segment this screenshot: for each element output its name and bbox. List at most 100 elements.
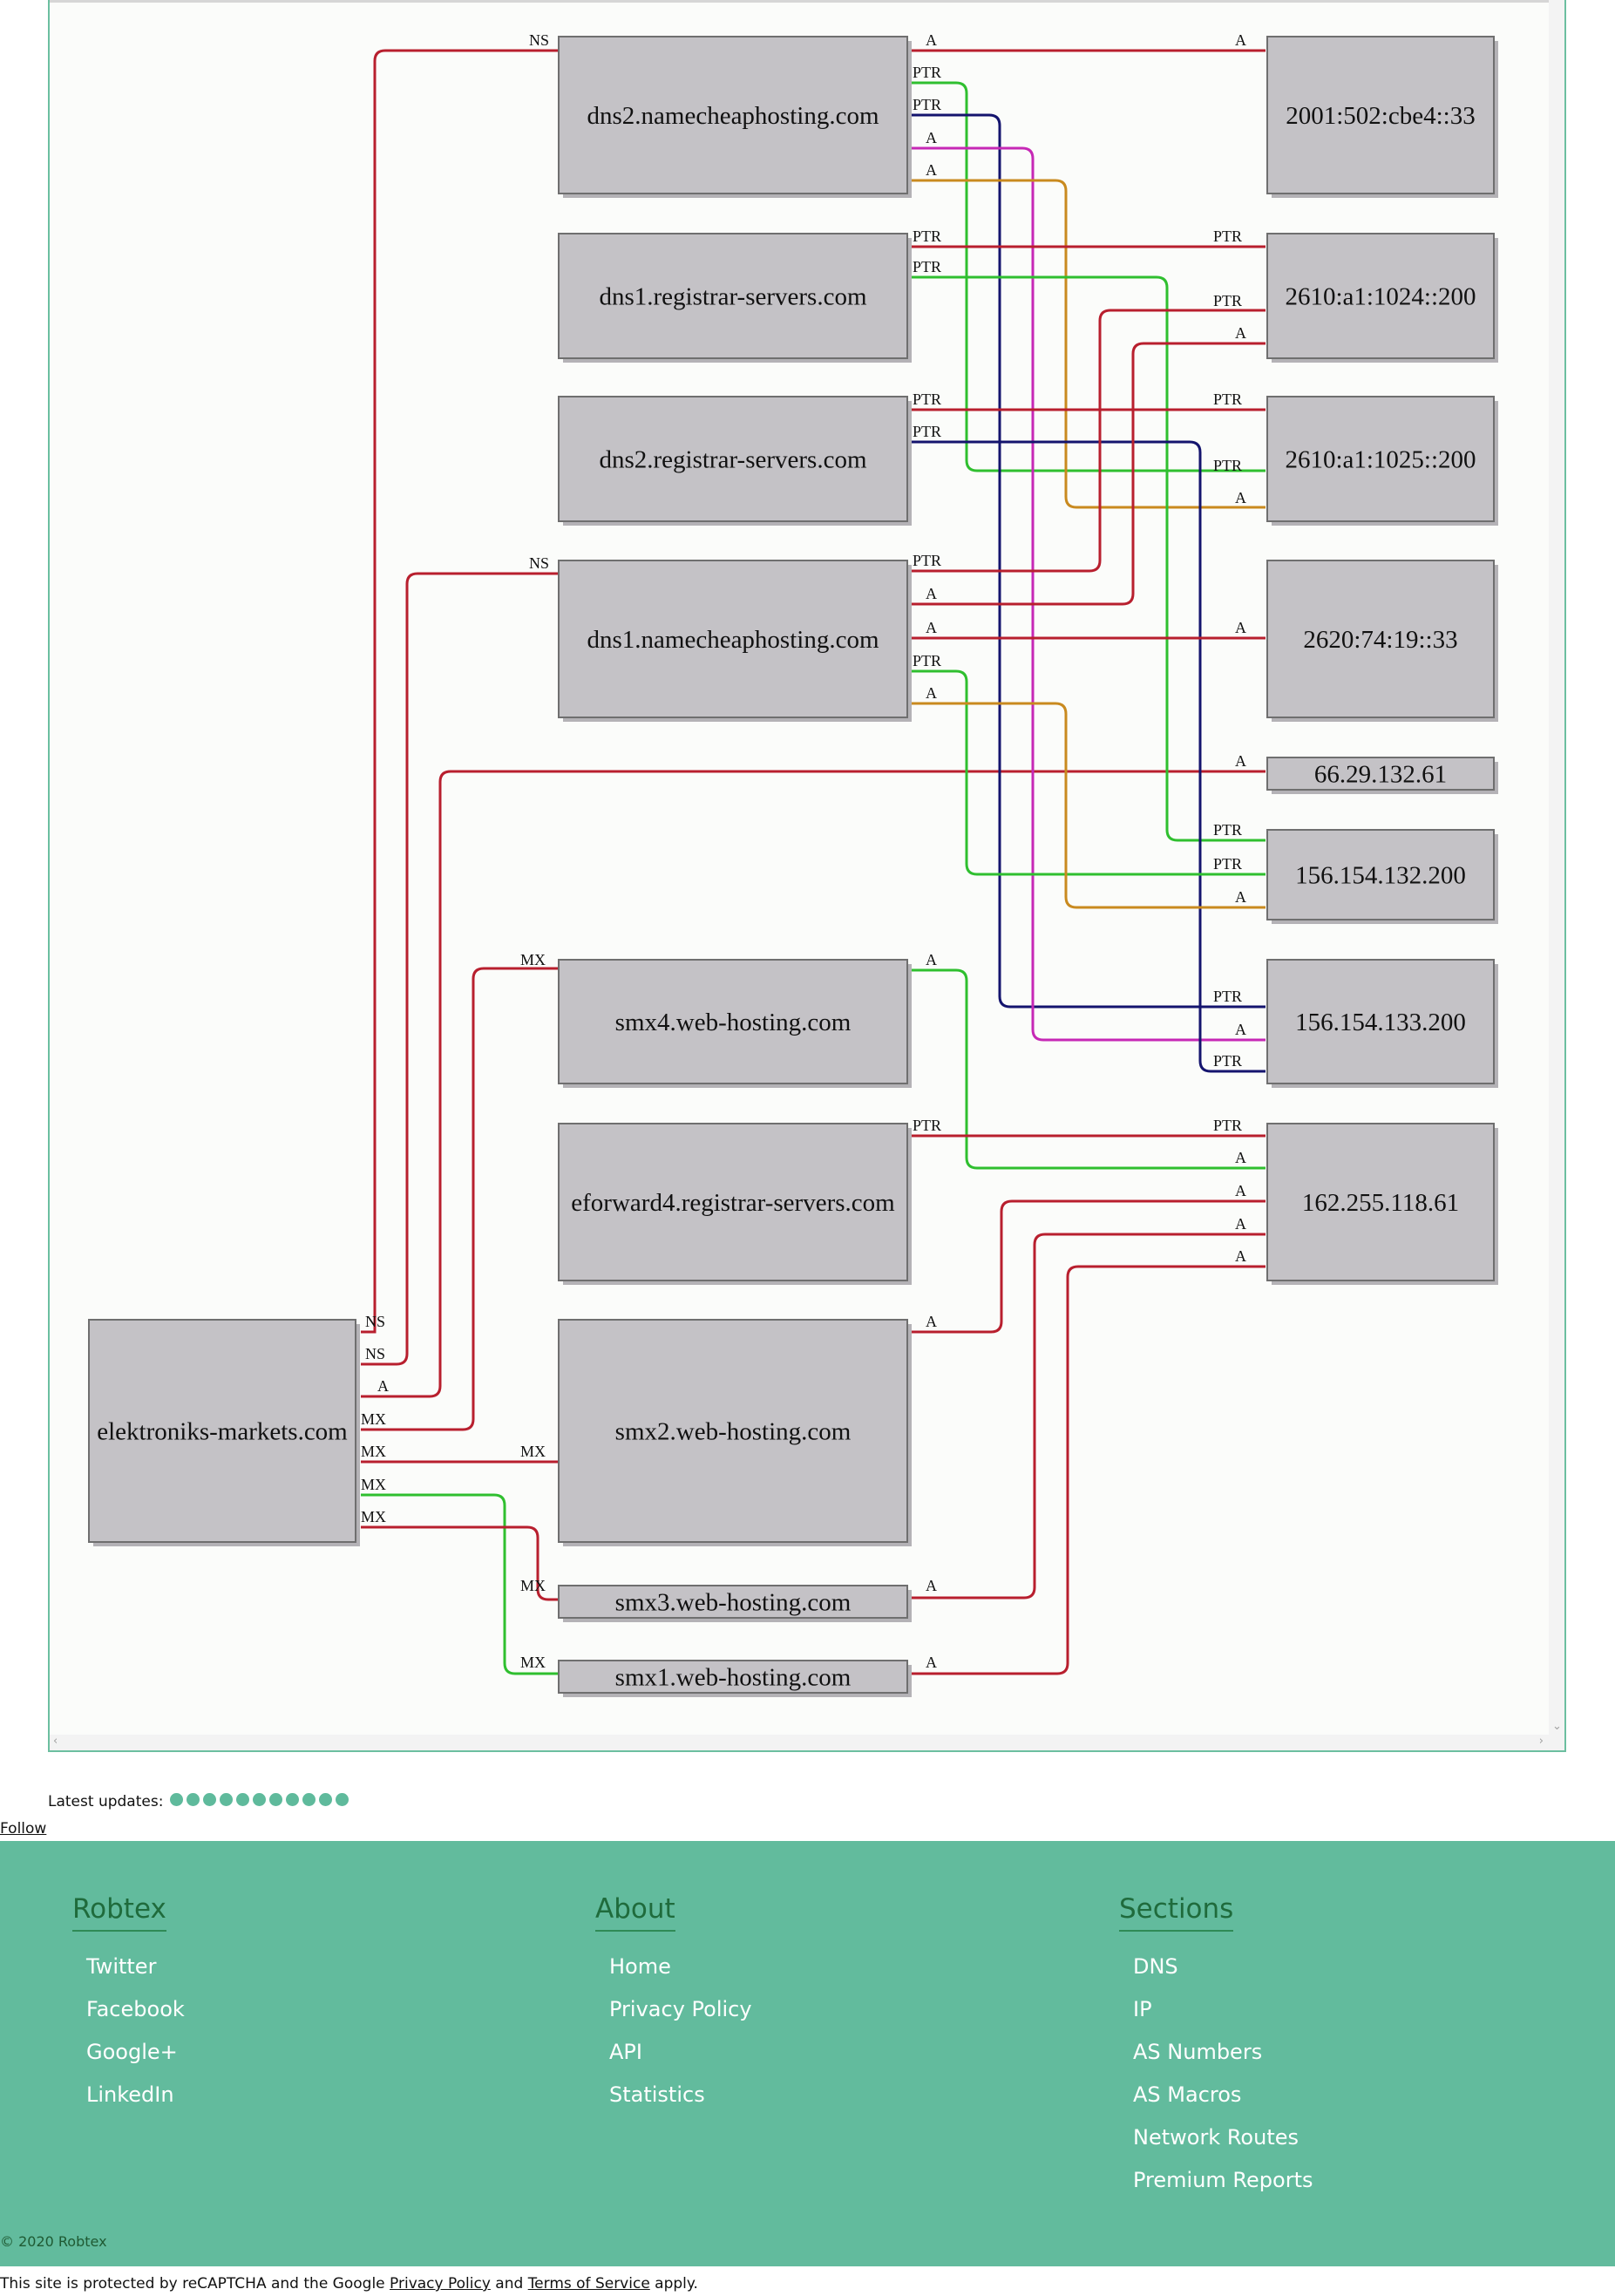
edge-label-a: A — [926, 1654, 937, 1671]
edge-label-mx: MX — [361, 1410, 386, 1428]
node-ip_66[interactable] — [1266, 757, 1495, 791]
update-dot[interactable] — [336, 1793, 349, 1806]
footer-sections-link-as-numbers[interactable]: AS Numbers — [1133, 2040, 1263, 2064]
footer-about-link-api[interactable]: API — [609, 2040, 642, 2064]
follow-link[interactable]: Follow — [0, 1820, 47, 1837]
node-label-ip_2620: 2620:74:19::33 — [1303, 626, 1457, 654]
update-dot[interactable] — [253, 1793, 267, 1806]
update-dots — [166, 1793, 349, 1810]
node-smx2[interactable] — [558, 1319, 908, 1543]
node-ip_156_133[interactable] — [1266, 959, 1495, 1084]
footer-sections-link-premium-reports[interactable]: Premium Reports — [1133, 2168, 1313, 2192]
edge-label-a: A — [1235, 1215, 1246, 1233]
edge-label-ptr: PTR — [913, 228, 941, 245]
edge-label-ptr: PTR — [913, 1117, 941, 1134]
edge-red-17 — [910, 342, 1266, 606]
footer-robtex-title: Robtex — [72, 1893, 166, 1932]
footer-about-link-privacy-policy[interactable]: Privacy Policy — [609, 1997, 752, 2021]
node-ip_2620[interactable] — [1266, 560, 1495, 718]
edge-label-ptr: PTR — [913, 423, 941, 440]
footer-sections-link-dns[interactable]: DNS — [1133, 1954, 1178, 1979]
edge-green-21 — [910, 968, 1266, 1170]
footer-about-link-statistics[interactable]: Statistics — [609, 2082, 705, 2107]
edge-label-ptr: PTR — [1213, 457, 1242, 474]
node-smx1[interactable] — [558, 1660, 908, 1694]
edge-red-23 — [910, 1199, 1266, 1334]
update-dot[interactable] — [286, 1793, 300, 1806]
edge-label-ptr: PTR — [1213, 1052, 1242, 1070]
edge-label-ptr: PTR — [1213, 988, 1242, 1005]
edge-label-a: A — [926, 31, 937, 49]
edge-label-ptr: PTR — [1213, 228, 1242, 245]
edge-label-ptr: PTR — [913, 652, 941, 669]
edge-label-a: A — [926, 1577, 937, 1594]
horizontal-scrollbar[interactable]: ‹› — [50, 1735, 1564, 1750]
node-dns2_nc[interactable] — [558, 36, 908, 194]
edge-label-mx: MX — [520, 1443, 546, 1460]
node-elektroniks[interactable] — [88, 1319, 356, 1543]
footer-sections-link-as-macros[interactable]: AS Macros — [1133, 2082, 1242, 2107]
footer-robtex-link-linkedin[interactable]: LinkedIn — [86, 2082, 174, 2107]
scroll-down-icon[interactable]: ⌄ — [1552, 1720, 1562, 1733]
recaptcha-suffix: apply. — [649, 2275, 698, 2293]
update-dot[interactable] — [220, 1793, 234, 1806]
node-eforward4[interactable] — [558, 1123, 908, 1281]
privacy-policy-link[interactable]: Privacy Policy — [390, 2275, 491, 2293]
update-dot[interactable] — [170, 1793, 184, 1806]
update-dot[interactable] — [319, 1793, 333, 1806]
node-label-smx4: smx4.web-hosting.com — [615, 1009, 852, 1036]
update-dot[interactable] — [236, 1793, 250, 1806]
update-dot[interactable] — [203, 1793, 217, 1806]
node-ip_2001[interactable] — [1266, 36, 1495, 194]
recaptcha-prefix: This site is protected by reCAPTCHA and … — [0, 2275, 390, 2293]
edge-label-mx: MX — [361, 1476, 386, 1493]
node-smx4[interactable] — [558, 959, 908, 1084]
node-label-dns1_nc: dns1.namecheaphosting.com — [587, 626, 879, 654]
edge-label-ns: NS — [529, 31, 549, 49]
scroll-left-icon[interactable]: ‹ — [53, 1735, 58, 1748]
node-label-dns1_rs: dns1.registrar-servers.com — [599, 283, 866, 311]
edge-label-ptr: PTR — [1213, 391, 1242, 408]
node-label-ip_156_132: 156.154.132.200 — [1295, 862, 1466, 890]
node-label-ip_2610_1025: 2610:a1:1025::200 — [1285, 446, 1476, 474]
node-dns1_nc[interactable] — [558, 560, 908, 718]
edge-label-ptr: PTR — [1213, 821, 1242, 839]
node-ip_156_132[interactable] — [1266, 829, 1495, 920]
terms-of-service-link[interactable]: Terms of Service — [527, 2275, 650, 2293]
edge-label-a: A — [1235, 1182, 1246, 1199]
copyright: © 2020 Robtex — [0, 2233, 107, 2250]
node-ip_2610_1024[interactable] — [1266, 233, 1495, 359]
footer-robtex-link-google-[interactable]: Google+ — [86, 2040, 178, 2064]
recaptcha-and: and — [490, 2275, 528, 2293]
latest-updates: Latest updates: — [48, 1793, 349, 1810]
footer-robtex-link-facebook[interactable]: Facebook — [86, 1997, 185, 2021]
node-label-eforward4: eforward4.registrar-servers.com — [571, 1189, 895, 1217]
edge-label-a: A — [926, 619, 937, 636]
edge-label-mx: MX — [361, 1508, 386, 1525]
node-dns1_rs[interactable] — [558, 233, 908, 359]
node-dns2_rs[interactable] — [558, 396, 908, 522]
edge-label-ptr: PTR — [1213, 292, 1242, 309]
footer-sections-link-ip[interactable]: IP — [1133, 1997, 1152, 2021]
edge-red-1 — [361, 572, 559, 1366]
node-ip_162[interactable] — [1266, 1123, 1495, 1281]
footer-about-link-home[interactable]: Home — [609, 1954, 671, 1979]
node-ip_2610_1025[interactable] — [1266, 396, 1495, 522]
node-label-ip_66: 66.29.132.61 — [1314, 761, 1447, 789]
update-dot[interactable] — [187, 1793, 200, 1806]
node-label-elektroniks: elektroniks-markets.com — [97, 1418, 348, 1446]
node-smx3[interactable] — [558, 1585, 908, 1619]
footer-robtex-link-twitter[interactable]: Twitter — [86, 1954, 157, 1979]
update-dot[interactable] — [269, 1793, 283, 1806]
footer-sections-link-network-routes[interactable]: Network Routes — [1133, 2125, 1299, 2150]
edge-label-ns: NS — [365, 1345, 385, 1362]
scroll-right-icon[interactable]: › — [1538, 1735, 1544, 1748]
edge-label-a: A — [926, 684, 937, 702]
update-dot[interactable] — [302, 1793, 316, 1806]
vertical-scrollbar[interactable]: ⌄ — [1549, 0, 1564, 1735]
